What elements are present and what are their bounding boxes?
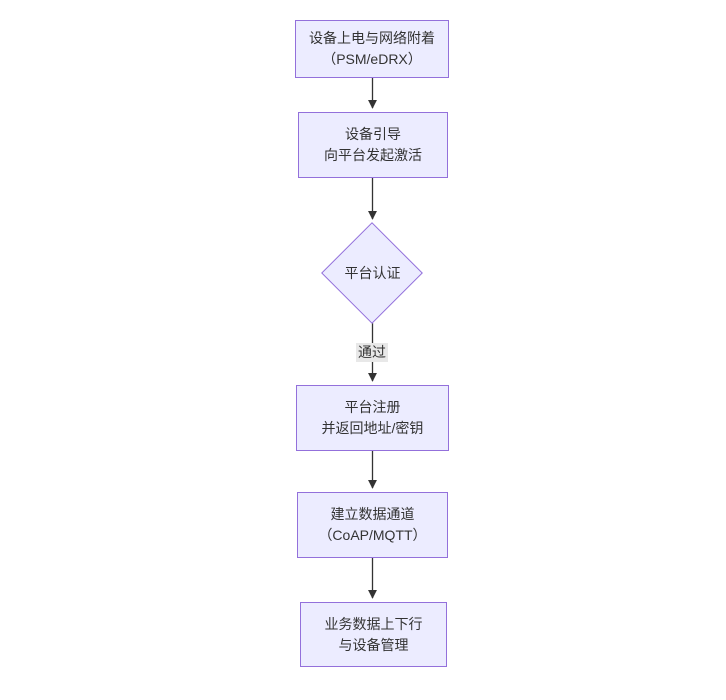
edge-label-pass: 通过 (356, 343, 388, 362)
node-label-line: 设备引导 (345, 126, 401, 142)
node-data-channel: 建立数据通道 （CoAP/MQTT） (297, 492, 448, 558)
node-label-line: 建立数据通道 (330, 506, 415, 522)
node-power-network-attach: 设备上电与网络附着 （PSM/eDRX） (295, 20, 449, 78)
node-label-line: （PSM/eDRX） (322, 51, 422, 67)
node-label-line: 并返回地址/密钥 (321, 420, 424, 436)
node-label-line: 平台认证 (344, 265, 401, 281)
node-label-line: 平台注册 (344, 399, 401, 415)
node-label-line: 设备上电与网络附着 (309, 30, 435, 46)
node-business-data: 业务数据上下行 与设备管理 (300, 602, 447, 667)
node-label-line: （CoAP/MQTT） (318, 527, 427, 543)
node-label-line: 与设备管理 (338, 636, 409, 653)
node-label-line: 向平台发起激活 (324, 147, 422, 163)
node-label-line: 业务数据上下行 (324, 615, 423, 632)
node-platform-register: 平台注册 并返回地址/密钥 (296, 385, 449, 451)
node-device-bootstrap: 设备引导 向平台发起激活 (298, 112, 448, 178)
